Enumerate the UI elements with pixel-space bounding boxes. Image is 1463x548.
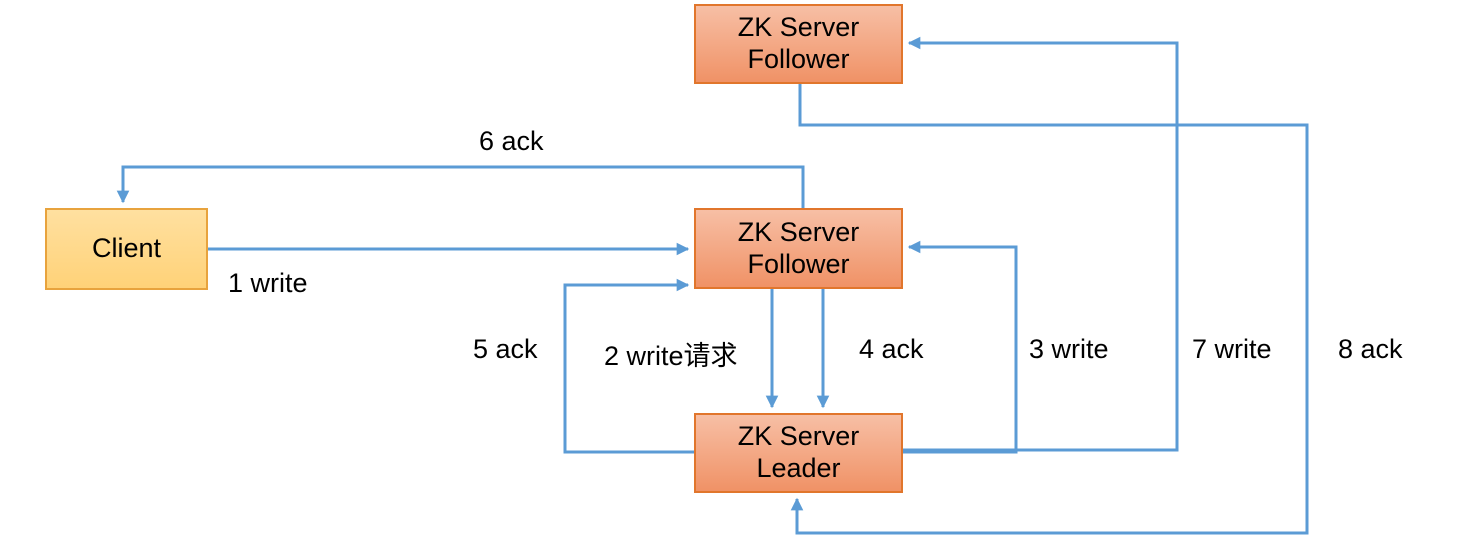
node-client[interactable]: Client	[45, 208, 208, 290]
edge-7-write	[903, 36, 1179, 452]
edge-label-5-ack: 5 ack	[473, 334, 538, 364]
edge-5-ack	[563, 278, 694, 454]
node-label: ZK Server Follower	[737, 12, 860, 74]
node-label: ZK Server Follower	[737, 216, 860, 279]
edge-6-ack	[116, 165, 805, 208]
node-zk-server-follower-middle[interactable]: ZK Server Follower	[694, 208, 903, 289]
node-zk-server-follower-top[interactable]: ZK Server Follower	[694, 4, 903, 84]
node-label: Client	[91, 233, 162, 264]
edge-label-2-write-request: 2 write请求	[604, 341, 738, 371]
edge-8-ack	[790, 84, 1309, 535]
edge-label-8-ack: 8 ack	[1338, 334, 1403, 364]
edge-label-4-ack: 4 ack	[859, 334, 924, 364]
node-zk-server-leader[interactable]: ZK Server Leader	[694, 413, 903, 493]
edge-label-1-write: 1 write	[228, 268, 308, 298]
edge-label-6-ack: 6 ack	[479, 126, 544, 156]
edge-label-7-write: 7 write	[1192, 334, 1272, 364]
edge-3-write	[903, 240, 1018, 454]
edge-label-3-write: 3 write	[1029, 334, 1109, 364]
node-label: ZK Server Leader	[737, 421, 860, 483]
